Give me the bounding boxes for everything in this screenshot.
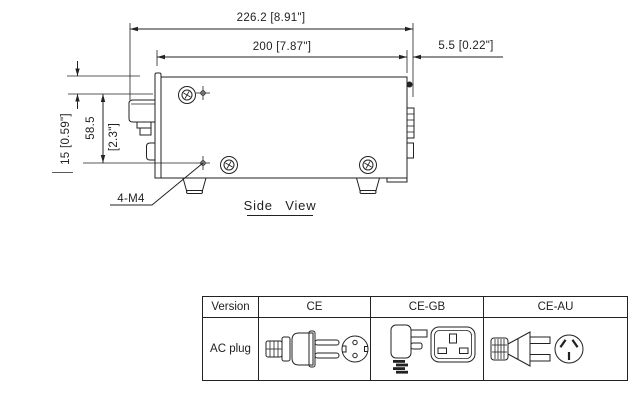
screw [178, 86, 196, 104]
column-header-ce-au: CE-AU [483, 296, 628, 318]
uk-bs1363-plug-icon [390, 324, 476, 374]
panel-screws [178, 86, 377, 174]
dimension-rear-protrusion: 5.5 [0.22"] [413, 40, 503, 60]
device-feet [182, 177, 380, 194]
dim-hole-spacing-in-label: [2.3"] [108, 123, 120, 151]
dim-rear-protrusion-label: 5.5 [0.22"] [438, 40, 493, 52]
front-knob [128, 99, 155, 161]
au-type-i-plug-icon [490, 331, 584, 367]
dimension-total-depth: 226.2 [8.91"] [129, 12, 414, 100]
mounting-hole-markers [196, 86, 210, 170]
plug-cell-ce [258, 317, 371, 381]
dim-hole-spacing-mm-label: 58.5 [85, 116, 97, 140]
dim-total-depth-label: 226.2 [8.91"] [237, 12, 306, 24]
row-label-cell: AC plug [202, 317, 259, 381]
dim-top-hole-offset-label: 15 [0.59"] [60, 113, 72, 165]
table-body-row: AC plug [202, 317, 628, 381]
hole-note: 4-M4 [110, 162, 204, 206]
version-header-cell: Version [202, 296, 259, 318]
table-header-row: Version CE CE-GB CE-AU [202, 296, 628, 318]
device-outline [154, 72, 408, 183]
view-caption: Side View [244, 198, 317, 216]
dimension-top-hole-offset: 15 [0.59"] [52, 61, 153, 173]
ac-plug-table: Version CE CE-GB CE-AU AC plug [202, 296, 628, 381]
dimension-case-depth: 200 [7.87"] [156, 41, 408, 73]
side-view-drawing: 226.2 [8.91"] 200 [7.87"] 5.5 [0.22"] [52, 12, 503, 216]
hole-marker [196, 86, 210, 100]
plug-cell-ce-au [483, 317, 628, 381]
column-header-ce: CE [258, 296, 371, 318]
iec-cord-europlug-schuko-icon [265, 330, 368, 368]
plug-cell-ce-gb [370, 317, 484, 381]
dim-case-depth-label: 200 [7.87"] [253, 41, 312, 53]
screw [359, 156, 377, 174]
rear-connectors [406, 81, 415, 159]
hole-note-label: 4-M4 [117, 193, 145, 205]
dimension-hole-spacing: 58.5 [2.3"] [83, 94, 196, 164]
column-header-ce-gb: CE-GB [370, 296, 484, 318]
view-caption-label: Side View [244, 198, 317, 213]
screw [220, 156, 238, 174]
